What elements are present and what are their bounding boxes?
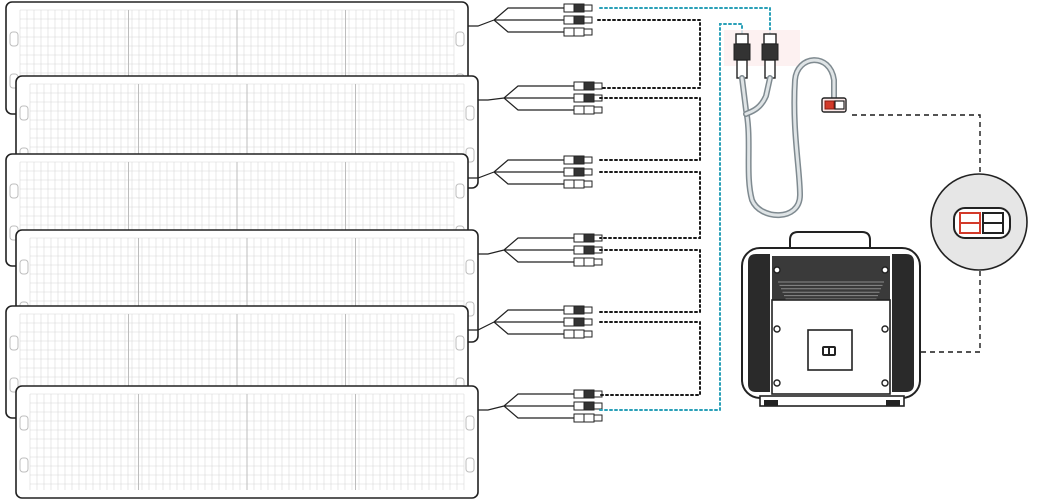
panel-mount-slot [9,183,19,199]
series-wire-2 [599,97,701,161]
panel-mount-slot [9,377,19,393]
panel-mount-slot [19,259,29,275]
mc4-connector-icon [563,305,593,315]
series-wire-1 [597,19,701,89]
mc4-connector-icon [563,155,593,165]
series-wires [597,7,771,411]
mc4-connector-icon [563,15,593,25]
screw-icon [881,266,889,274]
mc4-connector-icon [573,81,603,91]
station-foot-left [764,400,778,406]
mc4-connector-icon [573,233,603,243]
panel-lead-cables [468,3,603,423]
station-left-panel [748,254,770,392]
panel-mount-slot [19,457,29,473]
positive-home-run-top [599,7,771,41]
panel-lead [478,389,603,423]
station-port-slot-left [824,348,828,354]
mc4-connector-icon [563,167,593,177]
panel-mount-slot [465,415,475,431]
mc4-connector-icon [563,317,593,327]
mc4-connector-icon [563,3,593,13]
power-station-icon [741,231,921,407]
solar-panel-icon [15,385,479,499]
screw-icon [881,325,889,333]
series-wire-3 [599,171,701,239]
mc4-connector-icon [563,329,593,339]
screw-icon [773,325,781,333]
panel-cell-grid [29,393,465,490]
adapter-cable-outer [739,57,837,219]
plug-to-port-line [852,114,981,182]
panel-lead [468,3,593,37]
adapter-mc4-right [761,33,779,79]
panel-mount-slot [455,183,465,199]
panel-mount-slot [19,105,29,121]
screw-icon [773,379,781,387]
panel-mount-slot [465,259,475,275]
adapter-anderson-plug [821,97,847,113]
adapter-branch-inner [744,76,772,116]
panel-mount-slot [455,335,465,351]
station-base [759,395,905,407]
panel-mount-slot [9,31,19,47]
mc4-connector-icon [563,179,593,189]
solar-panel-stack [5,1,479,499]
mc4-connector-icon [573,257,603,267]
y-branch-adapter-icon [724,30,847,219]
mc4-connector-icon [563,27,593,37]
mc4-connector-icon [573,401,603,411]
screw-icon [881,379,889,387]
adapter-cable-inner [740,58,836,217]
station-right-panel [892,254,914,392]
panel-lead [478,81,603,115]
panel-lead [478,233,603,267]
series-wire-4 [599,249,701,313]
station-port-slot-right [830,348,834,354]
panel-mount-slot [465,457,475,473]
mc4-connector-icon [573,245,603,255]
screw-icon [773,266,781,274]
adapter-mc4-left [733,33,751,79]
panel-sections [138,394,356,490]
panel-mount-slot [465,105,475,121]
panel-lead [468,305,593,339]
panel-mount-slot [9,335,19,351]
panel-mount-slot [19,415,29,431]
mc4-connector-icon [573,413,603,423]
mc4-connector-icon [573,389,603,399]
mc4-connector-icon [573,93,603,103]
mc4-connector-icon [573,105,603,115]
anderson-port-icon [930,173,1028,271]
panel-lead [468,155,593,189]
panel-mount-slot [455,31,465,47]
negative-home-run-bottom [599,23,743,411]
station-foot-right [886,400,900,406]
series-wire-5 [599,321,701,396]
